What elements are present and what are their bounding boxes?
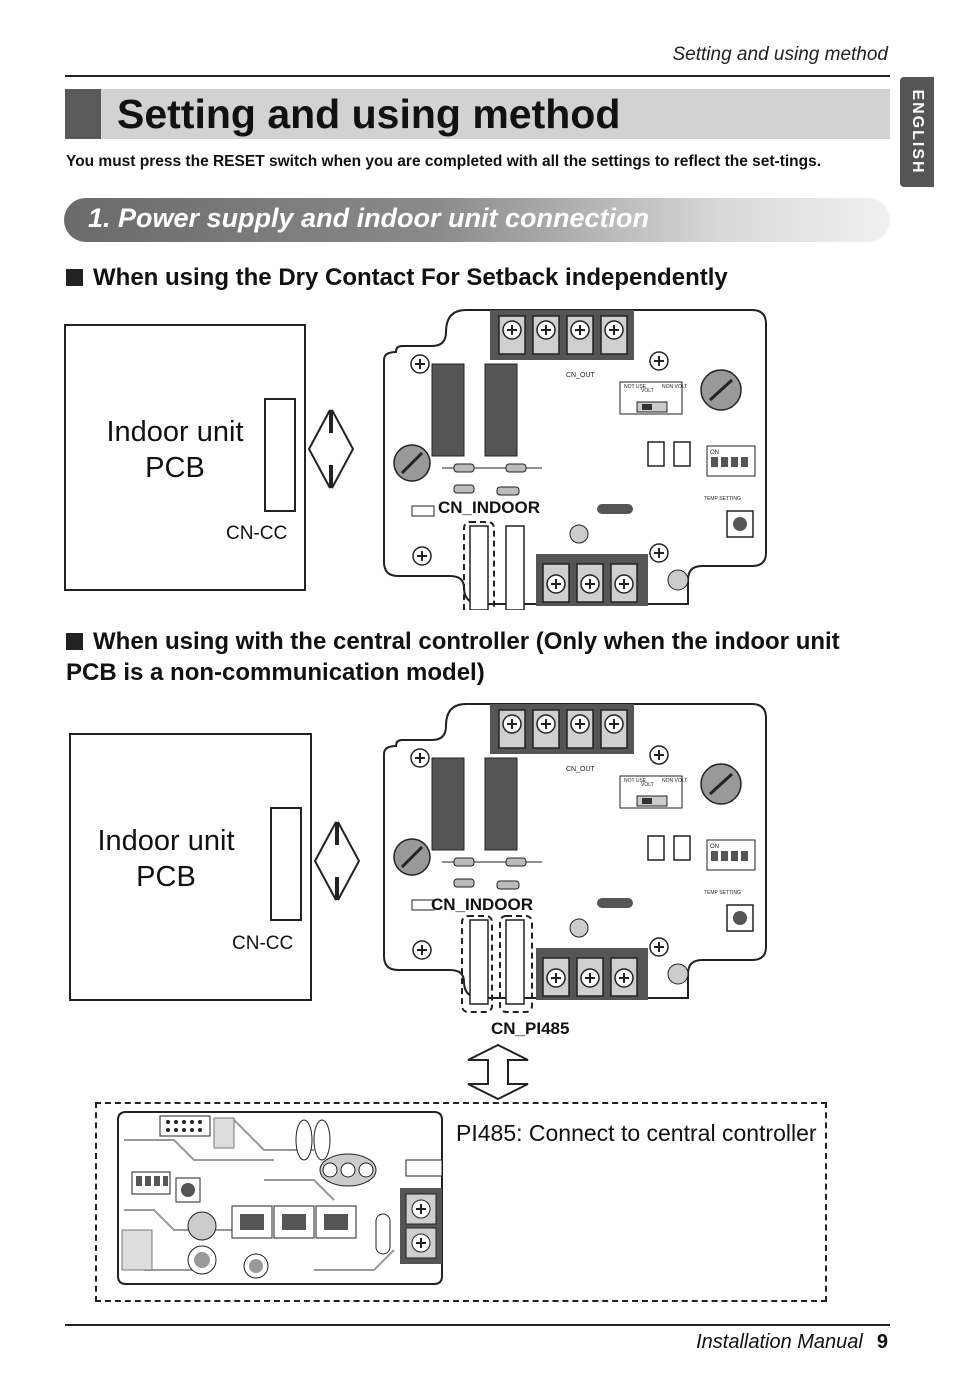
page-number: 9 xyxy=(876,1331,888,1353)
section-title: 1. Power supply and indoor unit connecti… xyxy=(88,203,650,233)
subsection-1-heading: When using the Dry Contact For Setback i… xyxy=(66,262,886,293)
indoor-unit-line2: PCB xyxy=(136,861,196,893)
cn-cc-connector xyxy=(270,807,302,921)
temp-setting-label: TEMP SETTING xyxy=(704,890,741,896)
language-tab-label: ENGLISH xyxy=(909,89,926,175)
subsection-2-heading: When using with the central controller (… xyxy=(66,626,886,688)
dip-on-label: ON xyxy=(710,844,719,850)
cn-cc-label: CN-CC xyxy=(232,933,294,954)
footer: Installation Manual 9 xyxy=(696,1331,888,1354)
control-board-diagram-2: CN_OUT NOT USE VOLT NON VOLT ON TEMP SET… xyxy=(383,703,767,1013)
cn-indoor-label-1: CN_INDOOR xyxy=(438,498,541,517)
non-volt-label: NON VOLT xyxy=(662,778,687,784)
title-accent-block xyxy=(65,89,101,139)
double-arrow-icon xyxy=(308,409,354,489)
not-use-label: NOT USE xyxy=(624,778,647,784)
indoor-unit-line1: Indoor unit xyxy=(106,416,244,448)
indoor-unit-pcb-box-1: Indoor unit PCB CN-CC xyxy=(64,324,306,591)
cn-pi485-label: CN_PI485 xyxy=(491,1019,570,1038)
volt-label: VOLT xyxy=(641,782,654,788)
bullet-square-icon xyxy=(66,269,83,286)
volt-label: VOLT xyxy=(641,388,654,394)
vertical-double-arrow-icon xyxy=(467,1044,529,1100)
non-volt-label: NON VOLT xyxy=(662,384,687,390)
cn-cc-label: CN-CC xyxy=(226,523,288,544)
page-title-bar: Setting and using method xyxy=(65,89,890,139)
section-bar: 1. Power supply and indoor unit connecti… xyxy=(64,198,890,242)
subsection-2-title: When using with the central controller (… xyxy=(66,628,840,686)
header-rule xyxy=(65,75,890,77)
footer-manual-title: Installation Manual xyxy=(696,1331,863,1353)
indoor-unit-line2: PCB xyxy=(145,452,205,484)
indoor-unit-pcb-box-2: Indoor unit PCB CN-CC xyxy=(69,733,312,1001)
dip-on-label: ON xyxy=(710,450,719,456)
double-arrow-icon xyxy=(314,821,360,901)
control-board-diagram-1: CN_OUT NOT USE VOLT NON VOLT ON TEMP SET… xyxy=(383,309,767,610)
cn-cc-connector xyxy=(264,398,296,512)
footer-rule xyxy=(65,1324,890,1326)
indoor-unit-label-1: Indoor unit PCB xyxy=(100,414,250,486)
temp-setting-label: TEMP SETTING xyxy=(704,496,741,502)
pi485-caption: PI485: Connect to central controller xyxy=(456,1120,817,1146)
cn-out-label: CN_OUT xyxy=(566,766,596,773)
pi485-module-group xyxy=(95,1102,827,1302)
page-title: Setting and using method xyxy=(117,91,621,137)
reset-note: You must press the RESET switch when you… xyxy=(66,153,822,170)
language-tab: ENGLISH xyxy=(900,77,934,187)
cn-indoor-label-2: CN_INDOOR xyxy=(431,895,534,914)
cn-out-label: CN_OUT xyxy=(566,372,596,379)
indoor-unit-line1: Indoor unit xyxy=(97,825,235,857)
not-use-label: NOT USE xyxy=(624,384,647,390)
indoor-unit-label-2: Indoor unit PCB xyxy=(91,823,241,895)
running-header: Setting and using method xyxy=(672,44,889,65)
bullet-square-icon xyxy=(66,633,83,650)
subsection-1-title: When using the Dry Contact For Setback i… xyxy=(93,264,728,291)
pi485-board-diagram xyxy=(117,1111,443,1285)
